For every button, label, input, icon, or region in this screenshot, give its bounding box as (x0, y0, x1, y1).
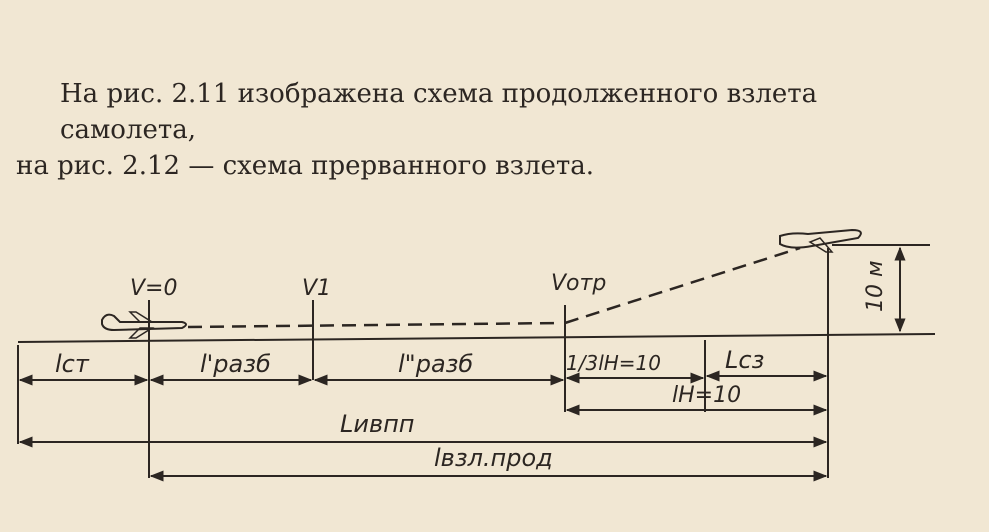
label-v1: V1 (302, 276, 331, 301)
label-height: 10 м (863, 260, 888, 312)
ground-roll-dashed (187, 321, 561, 329)
label-l-ivpp: Lивпп (340, 410, 415, 438)
aircraft-ground-icon (101, 311, 187, 339)
paragraph-line-2: на рис. 2.12 — схема прерванного взлета. (16, 151, 595, 181)
aircraft-airborne-icon (779, 228, 862, 253)
climb-path-dashed (564, 246, 801, 325)
label-l-st: lст (55, 350, 90, 378)
label-l-h10: lH=10 (672, 383, 741, 408)
label-third: 1/3lH=10 (566, 351, 661, 375)
label-l-vzl-prod: lвзл.прод (434, 444, 553, 472)
label-v0: V=0 (130, 276, 177, 301)
label-l-razb1: l'разб (200, 350, 271, 378)
label-votk: Vотр (551, 271, 606, 296)
label-l-sz: Lсз (725, 346, 764, 374)
runway-line (17, 333, 936, 343)
label-l-razb2: l"разб (398, 350, 473, 378)
intro-paragraph: На рис. 2.11 изображена схема продолженн… (16, 76, 946, 184)
paragraph-line-1: На рис. 2.11 изображена схема продолженн… (60, 79, 818, 145)
